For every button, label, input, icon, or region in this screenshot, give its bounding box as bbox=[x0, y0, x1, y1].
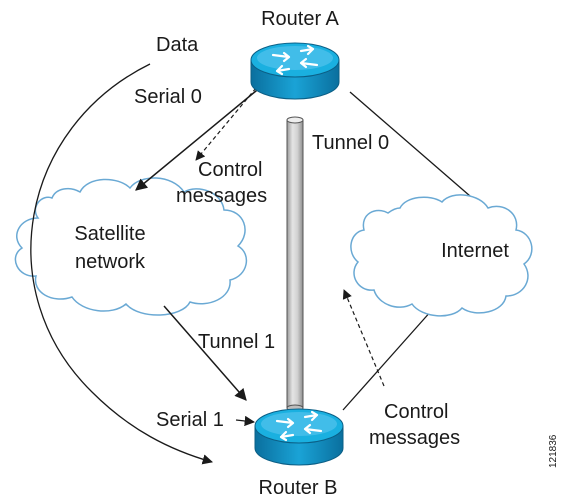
serial1-label: Serial 1 bbox=[156, 409, 224, 431]
router-a[interactable] bbox=[250, 42, 340, 100]
control-messages-bottom-line2: messages bbox=[369, 427, 460, 449]
control-messages-arrow-bottom bbox=[342, 289, 385, 387]
satellite-network-cloud: Satellite network bbox=[14, 177, 248, 316]
serial1-arrow bbox=[235, 415, 256, 427]
cloud-icon bbox=[350, 194, 533, 317]
control-messages-top-line2: messages bbox=[176, 185, 267, 207]
tunnel0-label: Tunnel 0 bbox=[312, 132, 389, 154]
serial0-label: Serial 0 bbox=[134, 86, 202, 108]
tunnel1-label: Tunnel 1 bbox=[198, 331, 275, 353]
tunnel1-link bbox=[163, 305, 247, 401]
control-messages-top-line1: Control bbox=[198, 159, 262, 181]
router-b[interactable] bbox=[254, 408, 344, 466]
satellite-label-line1: Satellite bbox=[74, 223, 145, 245]
figure-id: 121836 bbox=[548, 434, 559, 468]
internet-link-bottom bbox=[342, 309, 433, 411]
satellite-label-line2: network bbox=[75, 251, 146, 273]
router-a-label: Router A bbox=[261, 8, 339, 30]
router-b-label: Router B bbox=[259, 477, 338, 499]
cloud-icon bbox=[14, 177, 248, 316]
control-messages-bottom-line1: Control bbox=[384, 401, 448, 423]
control-messages-arrow-top bbox=[195, 87, 257, 161]
internet-label: Internet bbox=[441, 240, 509, 262]
internet-link-top bbox=[349, 91, 471, 197]
data-label: Data bbox=[156, 34, 199, 56]
internet-cloud: Internet bbox=[350, 194, 533, 317]
router-icon bbox=[254, 408, 344, 466]
tunnel0-tube bbox=[286, 116, 304, 412]
router-icon bbox=[250, 42, 340, 100]
serial0-link bbox=[135, 85, 263, 191]
data-flow-arrow bbox=[30, 63, 213, 465]
